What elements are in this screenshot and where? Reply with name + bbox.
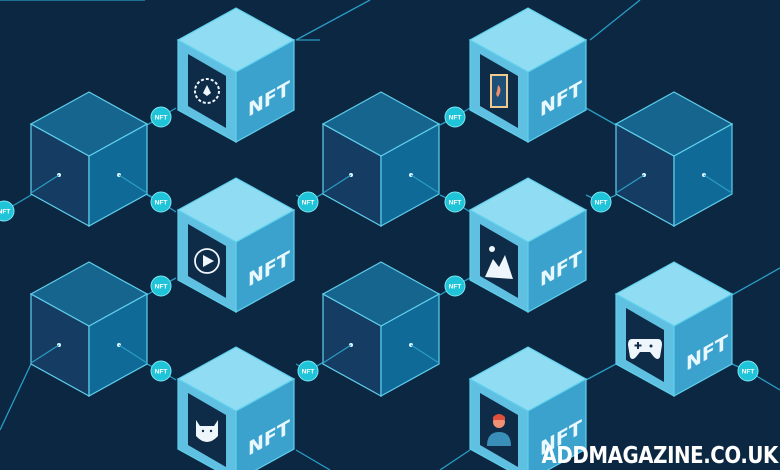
nft-cube-crypto-coin: NFT [176,7,296,144]
nft-cube-landscape-image: NFT [468,177,588,314]
person-avatar-icon [487,414,511,446]
svg-text:NFT: NFT [155,115,168,122]
nft-node: NFT [737,360,759,382]
nft-node: NFT [150,191,172,213]
dark-cube-3 [614,91,734,228]
dark-cube-1 [29,91,149,228]
nft-artwork-frame [480,393,518,467]
svg-text:NFT: NFT [302,200,315,207]
cat-icon [196,420,218,442]
nft-node: NFT [0,200,15,222]
portrait-frame-icon [490,74,508,108]
nft-node: NFT [444,275,466,297]
dark-cube-5 [321,261,441,398]
nft-node: NFT [150,106,172,128]
landscape-image-icon [485,246,513,279]
svg-text:NFT: NFT [155,369,168,376]
svg-text:NFT: NFT [302,369,315,376]
nft-cube-game-controller: NFT [614,261,734,398]
svg-text:NFT: NFT [155,284,168,291]
svg-text:NFT: NFT [155,200,168,207]
nft-artwork-frame [480,224,518,298]
nft-node: NFT [444,106,466,128]
dark-cube-4 [29,261,149,398]
nft-cube-portrait-frame: NFT [468,7,588,144]
nft-node: NFT [297,360,319,382]
nft-cube-person-avatar: NFT [468,346,588,470]
svg-text:NFT: NFT [742,369,755,376]
svg-text:NFT: NFT [449,115,462,122]
nft-cube-play-button: NFT [176,177,296,314]
nft-node: NFT [590,191,612,213]
game-controller-icon [628,339,662,359]
dark-cube-2 [321,91,441,228]
svg-text:NFT: NFT [449,284,462,291]
nft-node: NFT [150,360,172,382]
crypto-coin-icon [194,78,220,104]
nft-nodes-layer: NFT NFT NFT NFT NFT NFT NFT NFT NFT NFT NFT NFT [0,106,759,382]
play-button-icon [194,248,220,274]
svg-text:NFT: NFT [449,200,462,207]
svg-text:NFT: NFT [0,209,10,216]
nft-node: NFT [297,191,319,213]
nft-cube-cat: NFT [176,346,296,470]
nft-node: NFT [150,275,172,297]
watermark-text: ADDMAGAZINE.CO.UK [541,443,779,469]
svg-text:NFT: NFT [595,200,608,207]
nft-node: NFT [444,191,466,213]
